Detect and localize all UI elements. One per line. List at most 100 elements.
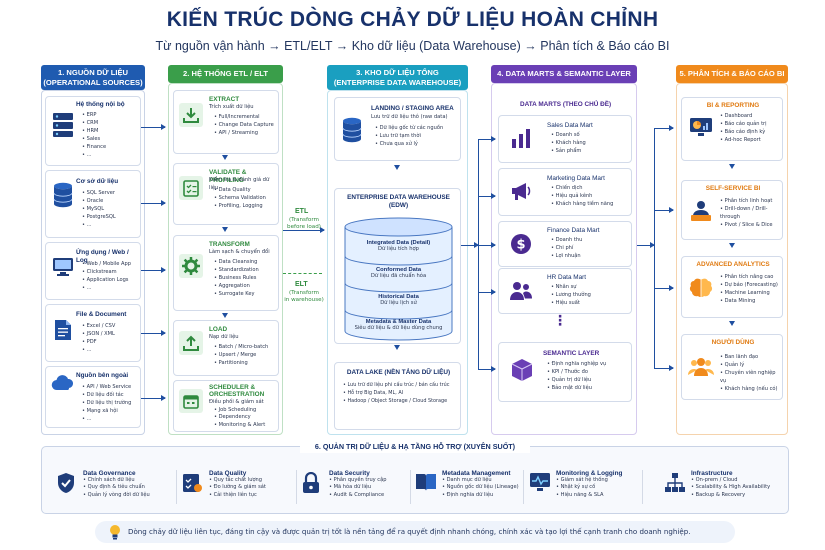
source-title: Cơ sở dữ liệu <box>76 178 119 185</box>
source-items: SQL Server Oracle MySQL PostgreSQL ... <box>82 189 116 229</box>
list-item: API / Streaming <box>214 129 274 137</box>
list-item: Sản phẩm <box>551 147 586 155</box>
list-item: Aggregation <box>214 282 259 290</box>
list-item: Data Mining <box>720 297 778 305</box>
list-item: Finance <box>82 143 107 151</box>
book-icon <box>415 472 437 494</box>
list-item: Machine Learning <box>720 289 778 297</box>
database-icon <box>51 181 75 209</box>
mart-card-sales: Sales Data Mart Doanh số Khách hàng Sản … <box>498 115 632 163</box>
bi-card-self-service: SELF-SERVICE BI Phân tích linh hoạt Dril… <box>681 180 783 240</box>
page-subtitle: Từ nguồn vận hành → ETL/ELT → Kho dữ liệ… <box>155 39 670 53</box>
checklist-icon <box>179 176 203 200</box>
governance-item-title: Data Quality <box>209 470 247 477</box>
etl-card-load: LOAD Nạp dữ liệu Batch / Micro-batch Ups… <box>173 320 279 376</box>
data-lake-card: DATA LAKE (NỀN TẢNG DỮ LIỆU) Lưu trữ dữ … <box>334 362 461 430</box>
source-card-external: Nguồn bên ngoài API / Web Service Dữ liệ… <box>45 366 141 428</box>
list-item: Ad-hoc Report <box>720 136 767 144</box>
list-item: Quản trị dữ liệu <box>547 376 606 384</box>
bi-title: SELF-SERVICE BI <box>705 185 761 192</box>
semantic-layer-items: Định nghĩa nghiệp vụ KPI / Thước đo Quản… <box>547 360 607 392</box>
flow-arrow <box>654 124 674 132</box>
list-item: Upsert / Merge <box>214 351 268 359</box>
list-item: Hiệu suất <box>551 299 591 307</box>
mart-items: Doanh số Khách hàng Sản phẩm <box>551 131 586 155</box>
mart-items: Doanh thu Chi phí Lợi nhuận <box>551 236 583 260</box>
flow-arrow <box>394 165 400 170</box>
staging-area-card: LANDING / STAGING AREA Lưu trữ dữ liệu t… <box>334 97 461 161</box>
staging-title: LANDING / STAGING AREA <box>371 105 454 112</box>
bi-items: Dashboard Báo cáo quản trị Báo cáo định … <box>720 112 767 144</box>
database-icon <box>341 116 363 144</box>
people-icon <box>509 279 533 303</box>
list-item: Doanh thu <box>551 236 583 244</box>
list-item: Hiệu năng & SLA <box>556 492 622 499</box>
flow-arrow <box>478 135 496 143</box>
etl-step-title: VALIDATE & PROFILING <box>209 169 247 184</box>
column-header-bi: 5. PHÂN TÍCH & BÁO CÁO BI <box>676 65 788 83</box>
flow-arrow <box>222 313 228 318</box>
elt-label: ELT <box>295 281 308 288</box>
governance-item-title: Data Security <box>329 470 370 477</box>
list-item: Data Cleansing <box>214 258 259 266</box>
flow-arrow <box>729 164 735 169</box>
footer-text: Dòng chảy dữ liệu liên tục, đáng tin cậy… <box>128 527 691 536</box>
governance-item-title: Infrastructure <box>691 470 733 477</box>
data-lake-title: DATA LAKE (NỀN TẢNG DỮ LIỆU) <box>346 369 451 376</box>
list-item: CRM <box>82 119 106 127</box>
etl-step-title: TRANSFORM <box>209 241 250 248</box>
bi-card-users: NGƯỜI DÙNG Ban lãnh đạo Quản lý Chuyên v… <box>681 334 783 400</box>
governance-item-governance: Data Governance Chính sách dữ liệuQuy đị… <box>56 470 171 504</box>
source-title: Hệ thống nội bộ <box>76 101 125 108</box>
source-card-apps: Ứng dụng / Web / Log Web / Mobile App Cl… <box>45 242 141 300</box>
flow-arrow <box>222 155 228 160</box>
mart-items: Nhân sự Lương thưởng Hiệu suất <box>551 283 591 307</box>
network-icon <box>664 472 686 494</box>
source-card-database: Cơ sở dữ liệu SQL Server Oracle MySQL Po… <box>45 170 141 238</box>
list-item: Quy tắc chất lượng <box>209 477 266 484</box>
column-header-marts: 4. DATA MARTS & SEMANTIC LAYER <box>491 65 637 83</box>
list-item: Dependency <box>214 414 265 421</box>
list-item: ... <box>82 415 131 423</box>
edw-layer-title: Integrated Data (Detail) <box>366 240 431 246</box>
edw-card: ENTERPRISE DATA WAREHOUSE (EDW) Integrat… <box>334 188 461 344</box>
list-item: Business Rules <box>214 274 259 282</box>
shield-icon <box>56 472 78 494</box>
governance-item-infrastructure: Infrastructure On-prem / CloudScalabilit… <box>664 470 784 504</box>
dollar-icon: $ <box>509 232 533 256</box>
governance-item-title: Monitoring & Logging <box>556 470 623 477</box>
mart-card-marketing: Marketing Data Mart Chiến dịch Hiệu quả … <box>498 168 632 216</box>
etl-step-desc: Điều phối & giám sát <box>209 399 264 405</box>
list-item: JSON / XML <box>82 330 115 338</box>
source-card-internal: Hệ thống nội bộ ERP CRM HRM Sales Financ… <box>45 96 141 166</box>
etl-step-title: SCHEDULER & ORCHESTRATION <box>209 384 265 399</box>
edw-layer-desc: Dữ liệu lịch sử <box>380 300 417 306</box>
flow-arrow <box>141 123 166 131</box>
etl-step-desc: Nạp dữ liệu <box>209 334 239 340</box>
column-header-etl: 2. HỆ THỐNG ETL / ELT <box>168 65 283 83</box>
list-item: Phân quyền truy cập <box>329 477 387 484</box>
list-item: API / Web Service <box>82 383 132 391</box>
list-item: Chi phí <box>551 244 582 252</box>
list-item: On-prem / Cloud <box>691 477 770 484</box>
monitor-icon <box>51 255 75 279</box>
list-item: Application Logs <box>82 276 131 284</box>
flow-arrow <box>478 365 496 373</box>
list-item: Full/Incremental <box>214 113 274 121</box>
etl-card-scheduler: SCHEDULER & ORCHESTRATION Điều phối & gi… <box>173 380 279 432</box>
staging-items: Dữ liệu gốc từ các nguồn Lưu trữ tạm thờ… <box>375 124 444 148</box>
cloud-icon <box>51 373 75 393</box>
divider <box>523 470 524 504</box>
bi-title: NGƯỜI DÙNG <box>711 339 755 346</box>
list-item: Sales <box>82 135 106 143</box>
marts-section-title: DATA MARTS (THEO CHỦ ĐỀ) <box>520 101 612 108</box>
list-item: Hadoop / Object Storage / Cloud Storage <box>343 397 449 405</box>
flow-arrow <box>654 206 674 214</box>
elt-label-desc: (Transform in warehouse) <box>284 290 324 303</box>
list-item: Lưu trữ tạm thời <box>375 132 443 140</box>
edw-layer-desc: Dữ liệu đã chuẩn hóa <box>370 273 427 279</box>
list-item: Dữ liệu thị trường <box>82 399 132 407</box>
flow-arrow <box>729 243 735 248</box>
calendar-icon <box>179 389 203 413</box>
list-item: KPI / Thước đo <box>547 368 606 376</box>
